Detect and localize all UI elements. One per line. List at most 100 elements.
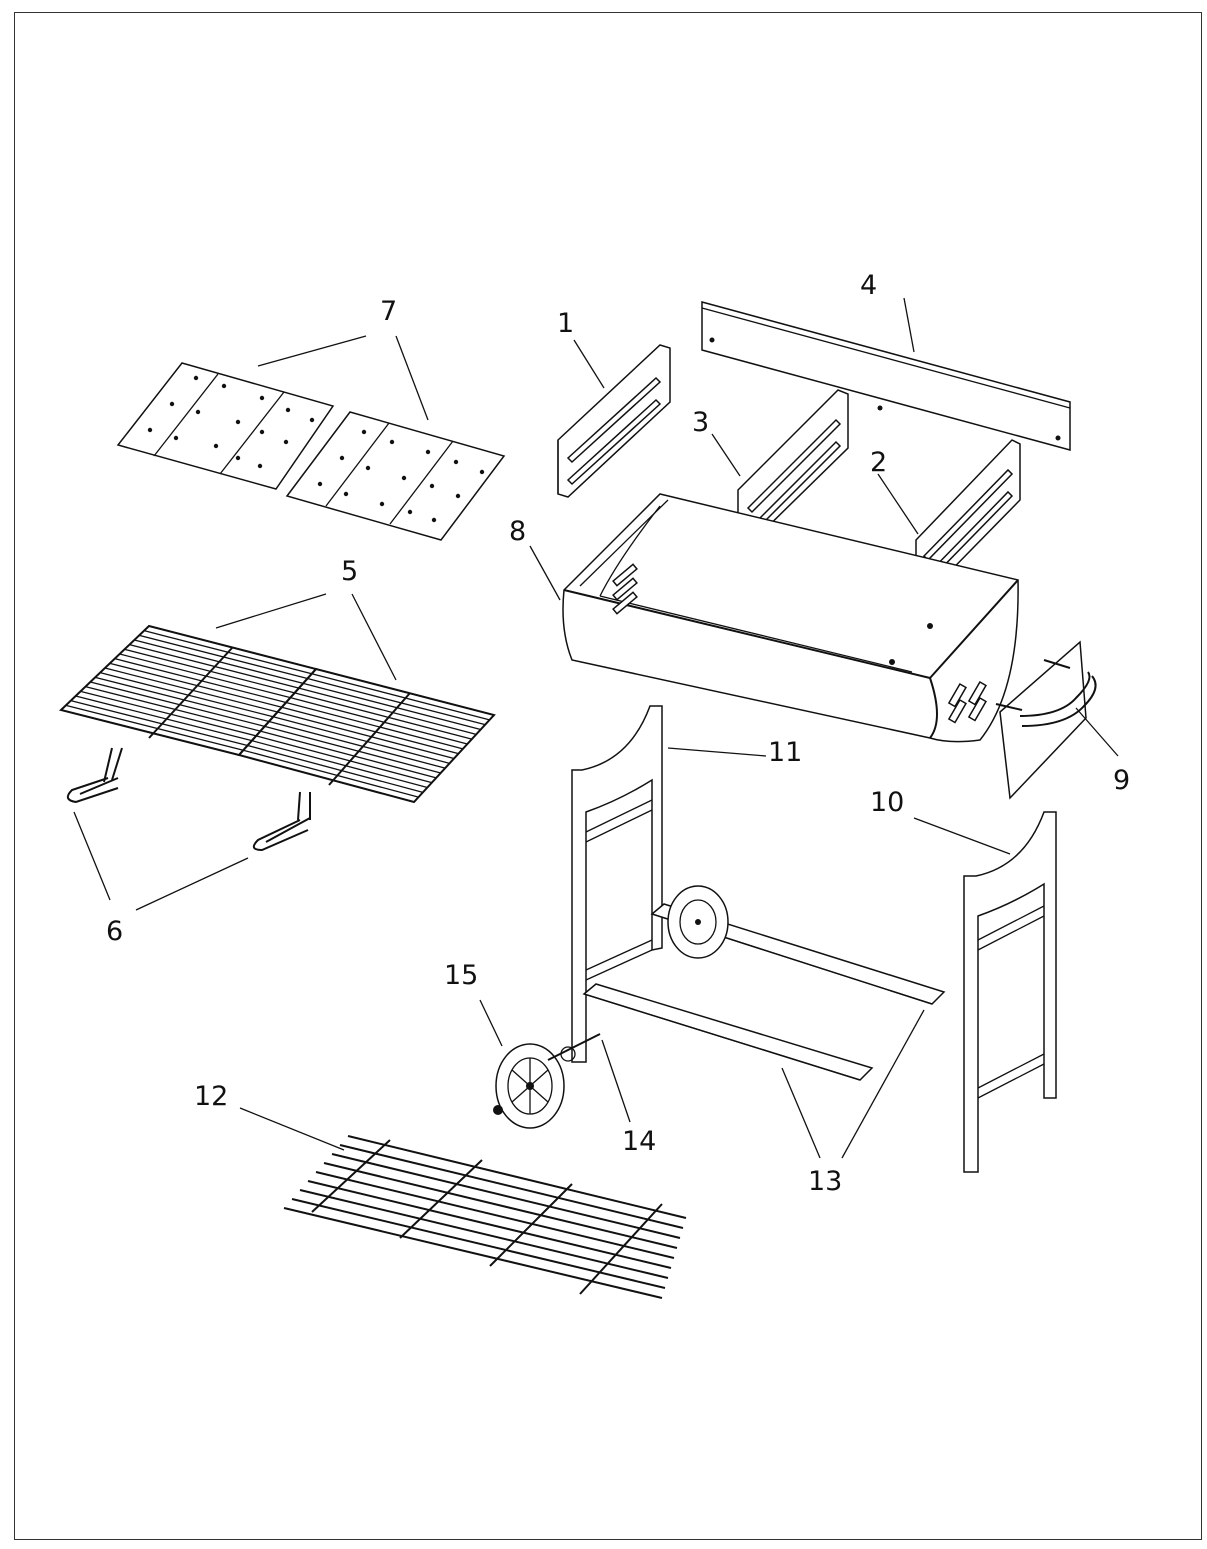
grate-bar <box>303 682 481 731</box>
grate-bar <box>307 677 486 726</box>
grate-bar <box>311 673 490 721</box>
label-part-9: 9 <box>1113 765 1130 796</box>
plate-hole <box>431 517 437 523</box>
rear-wheel <box>667 885 729 959</box>
part-14-axle <box>547 1033 601 1061</box>
grid-rod <box>291 1198 666 1289</box>
label-part-1: 1 <box>557 308 574 339</box>
part-7-heat-plates <box>116 362 506 541</box>
label-part-2: 2 <box>870 447 887 478</box>
grate-bar <box>65 704 244 751</box>
grate-bar <box>277 711 455 760</box>
plate-hole <box>259 395 265 401</box>
grate-bar <box>290 697 468 745</box>
label-part-3: 3 <box>692 407 709 438</box>
grid-rod <box>331 1153 681 1239</box>
label-part-8: 8 <box>509 516 526 547</box>
plate-hole <box>193 375 199 381</box>
grate-bar <box>70 700 248 747</box>
label-part-12: 12 <box>194 1081 228 1112</box>
grate-bar <box>85 686 261 732</box>
grate-bar <box>285 701 464 750</box>
part-9-handle <box>995 640 1097 800</box>
plate-hole <box>361 429 367 435</box>
plate-hole <box>257 463 263 469</box>
plate-hole <box>285 407 291 413</box>
grate-bar <box>109 662 282 708</box>
plate-hole <box>389 439 395 445</box>
grate-bar <box>99 672 274 718</box>
grate-bar <box>247 744 424 793</box>
part-10-right-leg <box>963 811 1057 1173</box>
grate-bar <box>80 690 257 737</box>
grate-bar <box>298 687 477 735</box>
vent-slots-left <box>612 563 638 615</box>
grate-bar <box>281 706 459 755</box>
plate-hole <box>169 401 175 407</box>
grate-bar <box>90 681 265 727</box>
grate-bar <box>238 754 415 803</box>
grate-bar <box>255 735 432 784</box>
grate-bar <box>273 716 450 764</box>
grid-rod <box>323 1162 678 1249</box>
part-6-grate-handles <box>66 747 311 852</box>
plate-hole <box>259 429 265 435</box>
plate-hole <box>147 427 153 433</box>
grate-bar <box>60 709 240 756</box>
plate-hole <box>425 449 431 455</box>
grate-bar <box>114 658 287 704</box>
label-part-6: 6 <box>106 916 123 947</box>
plate-hole <box>407 509 413 515</box>
grid-rod <box>339 1144 684 1229</box>
part-1-side-bracket <box>557 344 671 498</box>
grate-bar <box>264 725 441 774</box>
plate-hole <box>401 475 407 481</box>
label-part-4: 4 <box>860 270 877 301</box>
vent-slots-right <box>947 680 987 724</box>
plate-hole <box>283 439 289 445</box>
label-part-15: 15 <box>444 960 478 991</box>
label-part-11: 11 <box>768 737 802 768</box>
grate-bar <box>148 625 317 670</box>
grid-rod <box>283 1207 663 1299</box>
part-2-right-bracket <box>915 439 1021 599</box>
part-11-left-leg <box>571 705 663 1063</box>
label-part-10: 10 <box>870 787 904 818</box>
plate-hole <box>317 481 323 487</box>
label-part-7: 7 <box>380 296 397 327</box>
part-4-back-panel <box>701 301 1071 451</box>
grid-rod <box>347 1135 687 1219</box>
plate-hole <box>365 465 371 471</box>
plate-hole <box>343 491 349 497</box>
part-5-cooking-grates <box>59 624 496 804</box>
part-3-middle-bracket <box>737 389 849 547</box>
grate-bar <box>243 749 419 798</box>
plate-hole <box>429 483 435 489</box>
grate-bar <box>95 676 270 723</box>
plate-hole <box>173 435 179 441</box>
plate-hole <box>339 455 345 461</box>
plate-hole <box>479 469 485 475</box>
grate-bar <box>268 720 446 769</box>
grid-rod <box>307 1180 672 1269</box>
grate-bar <box>260 730 437 779</box>
plate-hole <box>379 501 385 507</box>
part-8-firebox <box>562 493 1019 743</box>
plate-hole <box>455 493 461 499</box>
label-part-5: 5 <box>341 556 358 587</box>
grate-bar <box>251 740 428 789</box>
label-part-14: 14 <box>622 1126 656 1157</box>
part-13-crossbars <box>582 903 946 1081</box>
part-15-wheel <box>493 1043 576 1129</box>
plate-hole <box>235 419 241 425</box>
plate-hole <box>221 383 227 389</box>
grid-rod <box>315 1171 675 1259</box>
part-12-bottom-grid <box>283 1135 687 1299</box>
grate-bar <box>294 692 472 740</box>
part-labels: 1 2 3 4 5 6 7 8 9 10 11 12 13 14 15 <box>106 270 1130 1197</box>
plate-hole <box>309 417 315 423</box>
plate-hole <box>213 443 219 449</box>
grate-bar <box>75 695 252 742</box>
plate-hole <box>195 409 201 415</box>
